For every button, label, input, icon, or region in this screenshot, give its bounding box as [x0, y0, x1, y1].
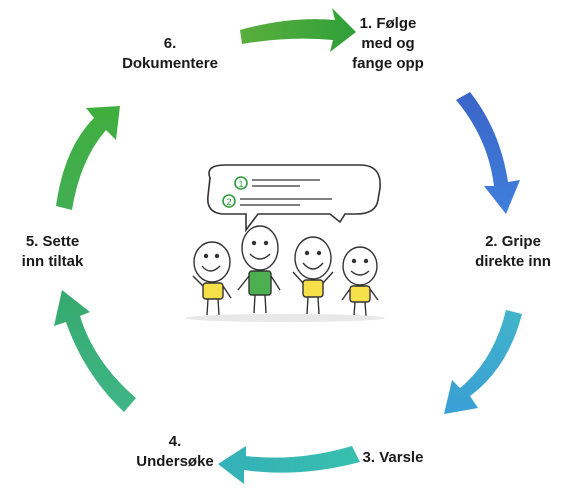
person-2 [237, 225, 281, 314]
arrow-1-to-2 [456, 92, 520, 214]
arrow-4-to-5 [54, 290, 136, 412]
bubble-number-1-badge [234, 176, 248, 190]
person-4 [341, 246, 379, 317]
arrow-3-to-4 [218, 446, 360, 484]
step-3-label: 3. Varsle [362, 449, 424, 466]
step-6-label: 6. Dokumentere [122, 35, 218, 72]
bubble-number-1: 1 [238, 179, 243, 189]
arrow-2-to-3 [444, 310, 522, 414]
person-3 [292, 236, 334, 315]
person-1 [192, 241, 232, 316]
ground-shadow [185, 314, 385, 322]
step-1-label: 1. Følge med og fange opp [352, 15, 424, 72]
step-5-label: 5. Sette inn tiltak [21, 233, 84, 270]
bubble-number-2: 2 [226, 197, 231, 207]
step-4-label: 4. Undersøke [136, 433, 214, 470]
arrow-6-to-1 [240, 8, 356, 52]
step-2-label: 2. Gripe direkte inn [475, 233, 551, 270]
arrow-5-to-6 [56, 106, 120, 210]
speech-bubble [206, 164, 381, 233]
bubble-lines [240, 179, 332, 206]
bubble-number-2-badge [222, 194, 236, 208]
team-illustration: 1 2 [185, 164, 385, 322]
